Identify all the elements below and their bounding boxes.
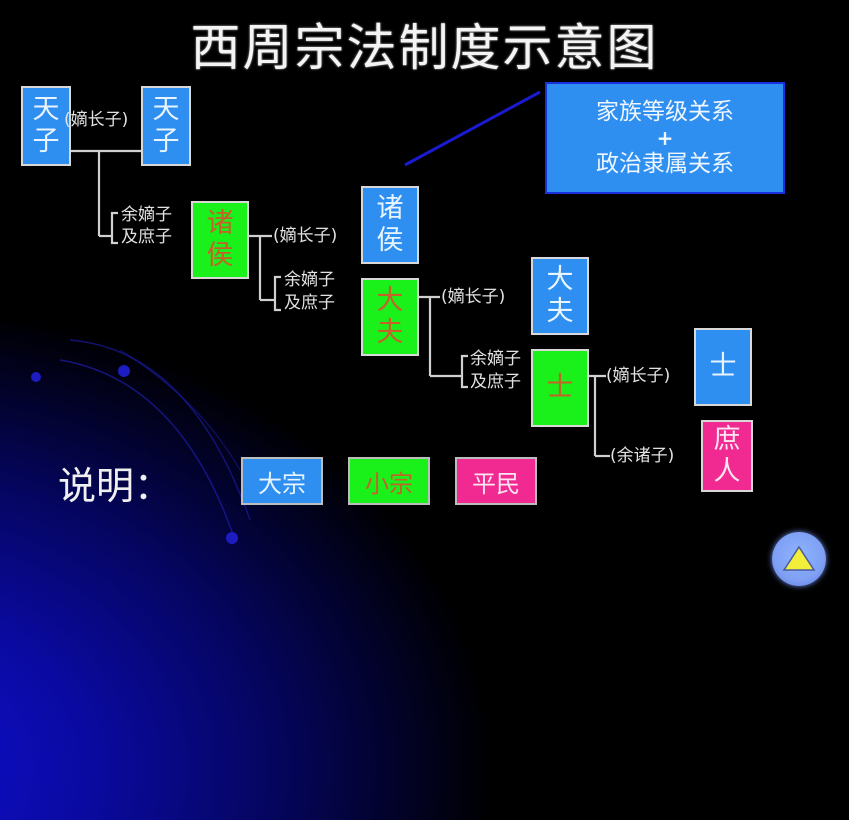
node-shi-dazong: 士: [694, 328, 752, 406]
background-glow: [0, 300, 500, 820]
node-text: 夫: [376, 317, 404, 348]
node-text: 大: [546, 264, 574, 295]
label-jishuzi: 及庶子: [284, 293, 335, 313]
node-text: 侯: [206, 240, 234, 271]
node-zhuhou-xiaozong: 诸 侯: [191, 201, 249, 279]
node-text: 子: [32, 126, 60, 157]
node-text: 士: [709, 351, 737, 382]
node-text: 诸: [376, 193, 404, 224]
node-text: 夫: [546, 296, 574, 327]
node-text: 侯: [376, 225, 404, 256]
node-dafu-dazong: 大 夫: [531, 257, 589, 335]
label-dizhangzi: (嫡长子): [273, 226, 338, 246]
label-yudizi: 余嫡子: [121, 205, 172, 225]
callout-line-1: 家族等级关系: [596, 99, 734, 125]
node-text: 人: [713, 456, 741, 487]
label-yuzhuzi: (余诸子): [610, 446, 675, 466]
node-tianzi-right: 天 子: [141, 86, 191, 166]
node-text: 子: [152, 126, 180, 157]
node-text: 天: [32, 94, 60, 125]
label-dizhangzi: (嫡长子): [64, 110, 129, 130]
node-text: 大: [376, 285, 404, 316]
node-shuren-pingmin: 庶 人: [701, 420, 753, 492]
legend-item-xiaozong: 小宗: [348, 457, 430, 505]
label-jishuzi: 及庶子: [470, 372, 521, 392]
label-dizhangzi: (嫡长子): [441, 287, 506, 307]
up-triangle-icon: [782, 545, 816, 571]
label-dizhangzi: (嫡长子): [606, 366, 671, 386]
callout-plus: +: [656, 126, 674, 150]
node-text: 庶: [713, 424, 741, 455]
node-text: 诸: [206, 208, 234, 239]
node-dafu-xiaozong: 大 夫: [361, 278, 419, 356]
callout-box: 家族等级关系 + 政治隶属关系: [545, 82, 785, 194]
legend-item-dazong: 大宗: [241, 457, 323, 505]
page-title: 西周宗法制度示意图: [190, 19, 659, 77]
legend-item-pingmin: 平民: [455, 457, 537, 505]
node-shi-xiaozong: 士: [531, 349, 589, 427]
node-text: 天: [152, 94, 180, 125]
node-tianzi-left: 天 子: [21, 86, 71, 166]
node-text: 士: [546, 372, 574, 403]
node-zhuhou-dazong: 诸 侯: [361, 186, 419, 264]
legend-title: 说明：: [58, 464, 173, 508]
label-jishuzi: 及庶子: [121, 227, 172, 247]
label-yudizi: 余嫡子: [284, 270, 335, 290]
nav-up-button[interactable]: [772, 532, 826, 586]
label-yudizi: 余嫡子: [470, 349, 521, 369]
callout-line-2: 政治隶属关系: [596, 151, 734, 177]
